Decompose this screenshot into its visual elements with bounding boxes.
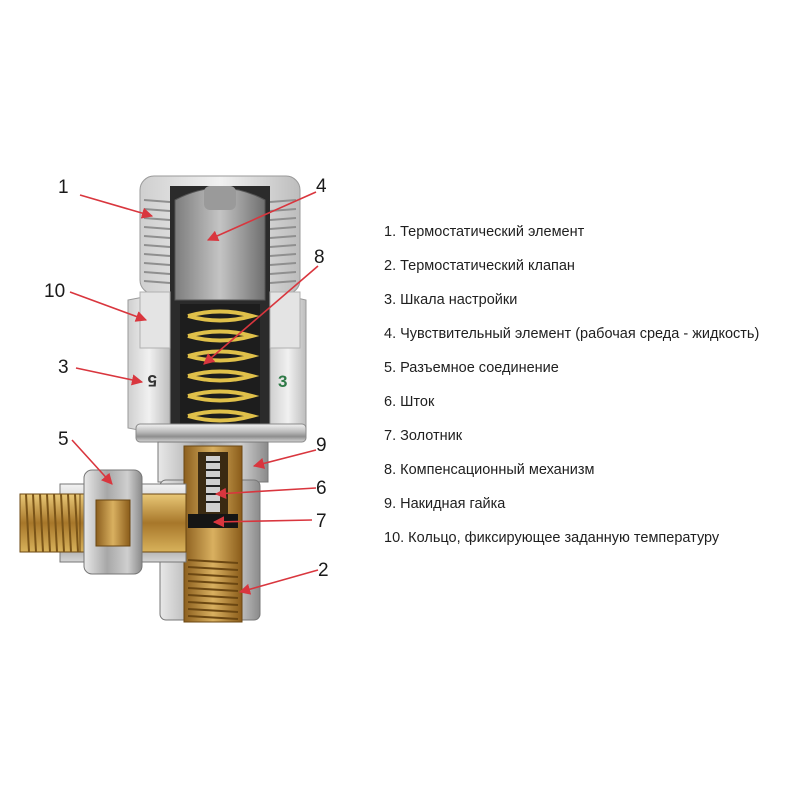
arrow-7 (212, 516, 313, 528)
legend-item: 3. Шкала настройки (384, 292, 518, 308)
detail-stroke (143, 271, 171, 275)
detail-stroke (39, 493, 44, 553)
arrow-10 (69, 291, 148, 322)
callout-6: 6 (316, 478, 327, 499)
parts-legend: 1. Термостатический элемент 2. Термостат… (384, 222, 794, 562)
arrow-5 (71, 439, 113, 485)
detail-stroke (269, 226, 297, 230)
detail-stroke (269, 253, 297, 257)
callout-2: 2 (318, 560, 329, 581)
detail-stroke (60, 493, 65, 553)
detail-stroke (269, 235, 297, 239)
callout-4: 4 (316, 176, 327, 197)
callout-1: 1 (58, 177, 69, 198)
valve-body (19, 441, 269, 623)
callout-8: 8 (314, 247, 325, 268)
detail-stroke (269, 262, 297, 266)
callout-numbers: 1 4 10 8 3 5 9 6 7 2 (44, 176, 329, 581)
dial-digit-right: 3 (278, 372, 287, 391)
arrow-6 (214, 487, 317, 499)
arrow-1 (79, 194, 154, 219)
detail-stroke (187, 615, 239, 620)
legend-item: 10. Кольцо, фиксирующее заданную темпера… (384, 530, 720, 546)
arrow-9 (252, 449, 317, 469)
detail-stroke (32, 493, 37, 553)
detail-stroke (269, 217, 297, 221)
detail-stroke (187, 608, 239, 613)
detail-stroke (143, 253, 171, 257)
detail-stroke (187, 580, 239, 585)
callout-3: 3 (58, 357, 69, 378)
detail-stroke (74, 493, 79, 553)
detail-stroke (46, 493, 51, 553)
detail-stroke (187, 573, 239, 578)
arrow-2 (238, 569, 319, 595)
detail-stroke (143, 226, 171, 230)
detail-stroke (187, 594, 239, 599)
legend-item: 2. Термостатический клапан (384, 258, 575, 274)
legend-item: 1. Термостатический элемент (384, 224, 585, 240)
detail-stroke (187, 601, 239, 606)
legend-item: 7. Золотник (384, 428, 463, 444)
callout-10: 10 (44, 281, 65, 302)
detail-stroke (187, 559, 239, 564)
legend-item: 6. Шток (384, 394, 435, 410)
detail-stroke (269, 199, 297, 203)
detail-stroke (25, 493, 30, 553)
detail-stroke (187, 566, 239, 571)
spring-coil (187, 329, 260, 343)
spring-coil (187, 389, 260, 403)
spring-coil (187, 409, 260, 423)
legend-item: 8. Компенсационный механизм (384, 462, 595, 478)
spring-coil (187, 369, 260, 383)
legend-item: 5. Разъемное соединение (384, 360, 559, 376)
arrow-3 (75, 367, 144, 386)
legend-item: 4. Чувствительный элемент (рабочая среда… (384, 326, 760, 342)
arrow-4 (206, 191, 317, 242)
detail-stroke (67, 493, 72, 553)
detail-stroke (143, 235, 171, 239)
arrow-8 (203, 265, 319, 365)
detail-stroke (143, 244, 171, 248)
thermostatic-head: 5 3 (127, 175, 307, 443)
detail-stroke (269, 271, 297, 275)
detail-stroke (53, 493, 58, 553)
detail-stroke (269, 244, 297, 248)
detail-stroke (143, 199, 171, 203)
spring-coil (187, 309, 260, 323)
callout-arrows (69, 191, 319, 595)
legend-item: 9. Накидная гайка (384, 496, 506, 512)
detail-stroke (143, 262, 171, 266)
callout-7: 7 (316, 511, 327, 532)
callout-5: 5 (58, 429, 69, 450)
detail-stroke (269, 280, 297, 284)
dial-digit-left: 5 (148, 371, 157, 390)
detail-stroke (143, 280, 171, 284)
callout-9: 9 (316, 435, 327, 456)
detail-stroke (187, 587, 239, 592)
